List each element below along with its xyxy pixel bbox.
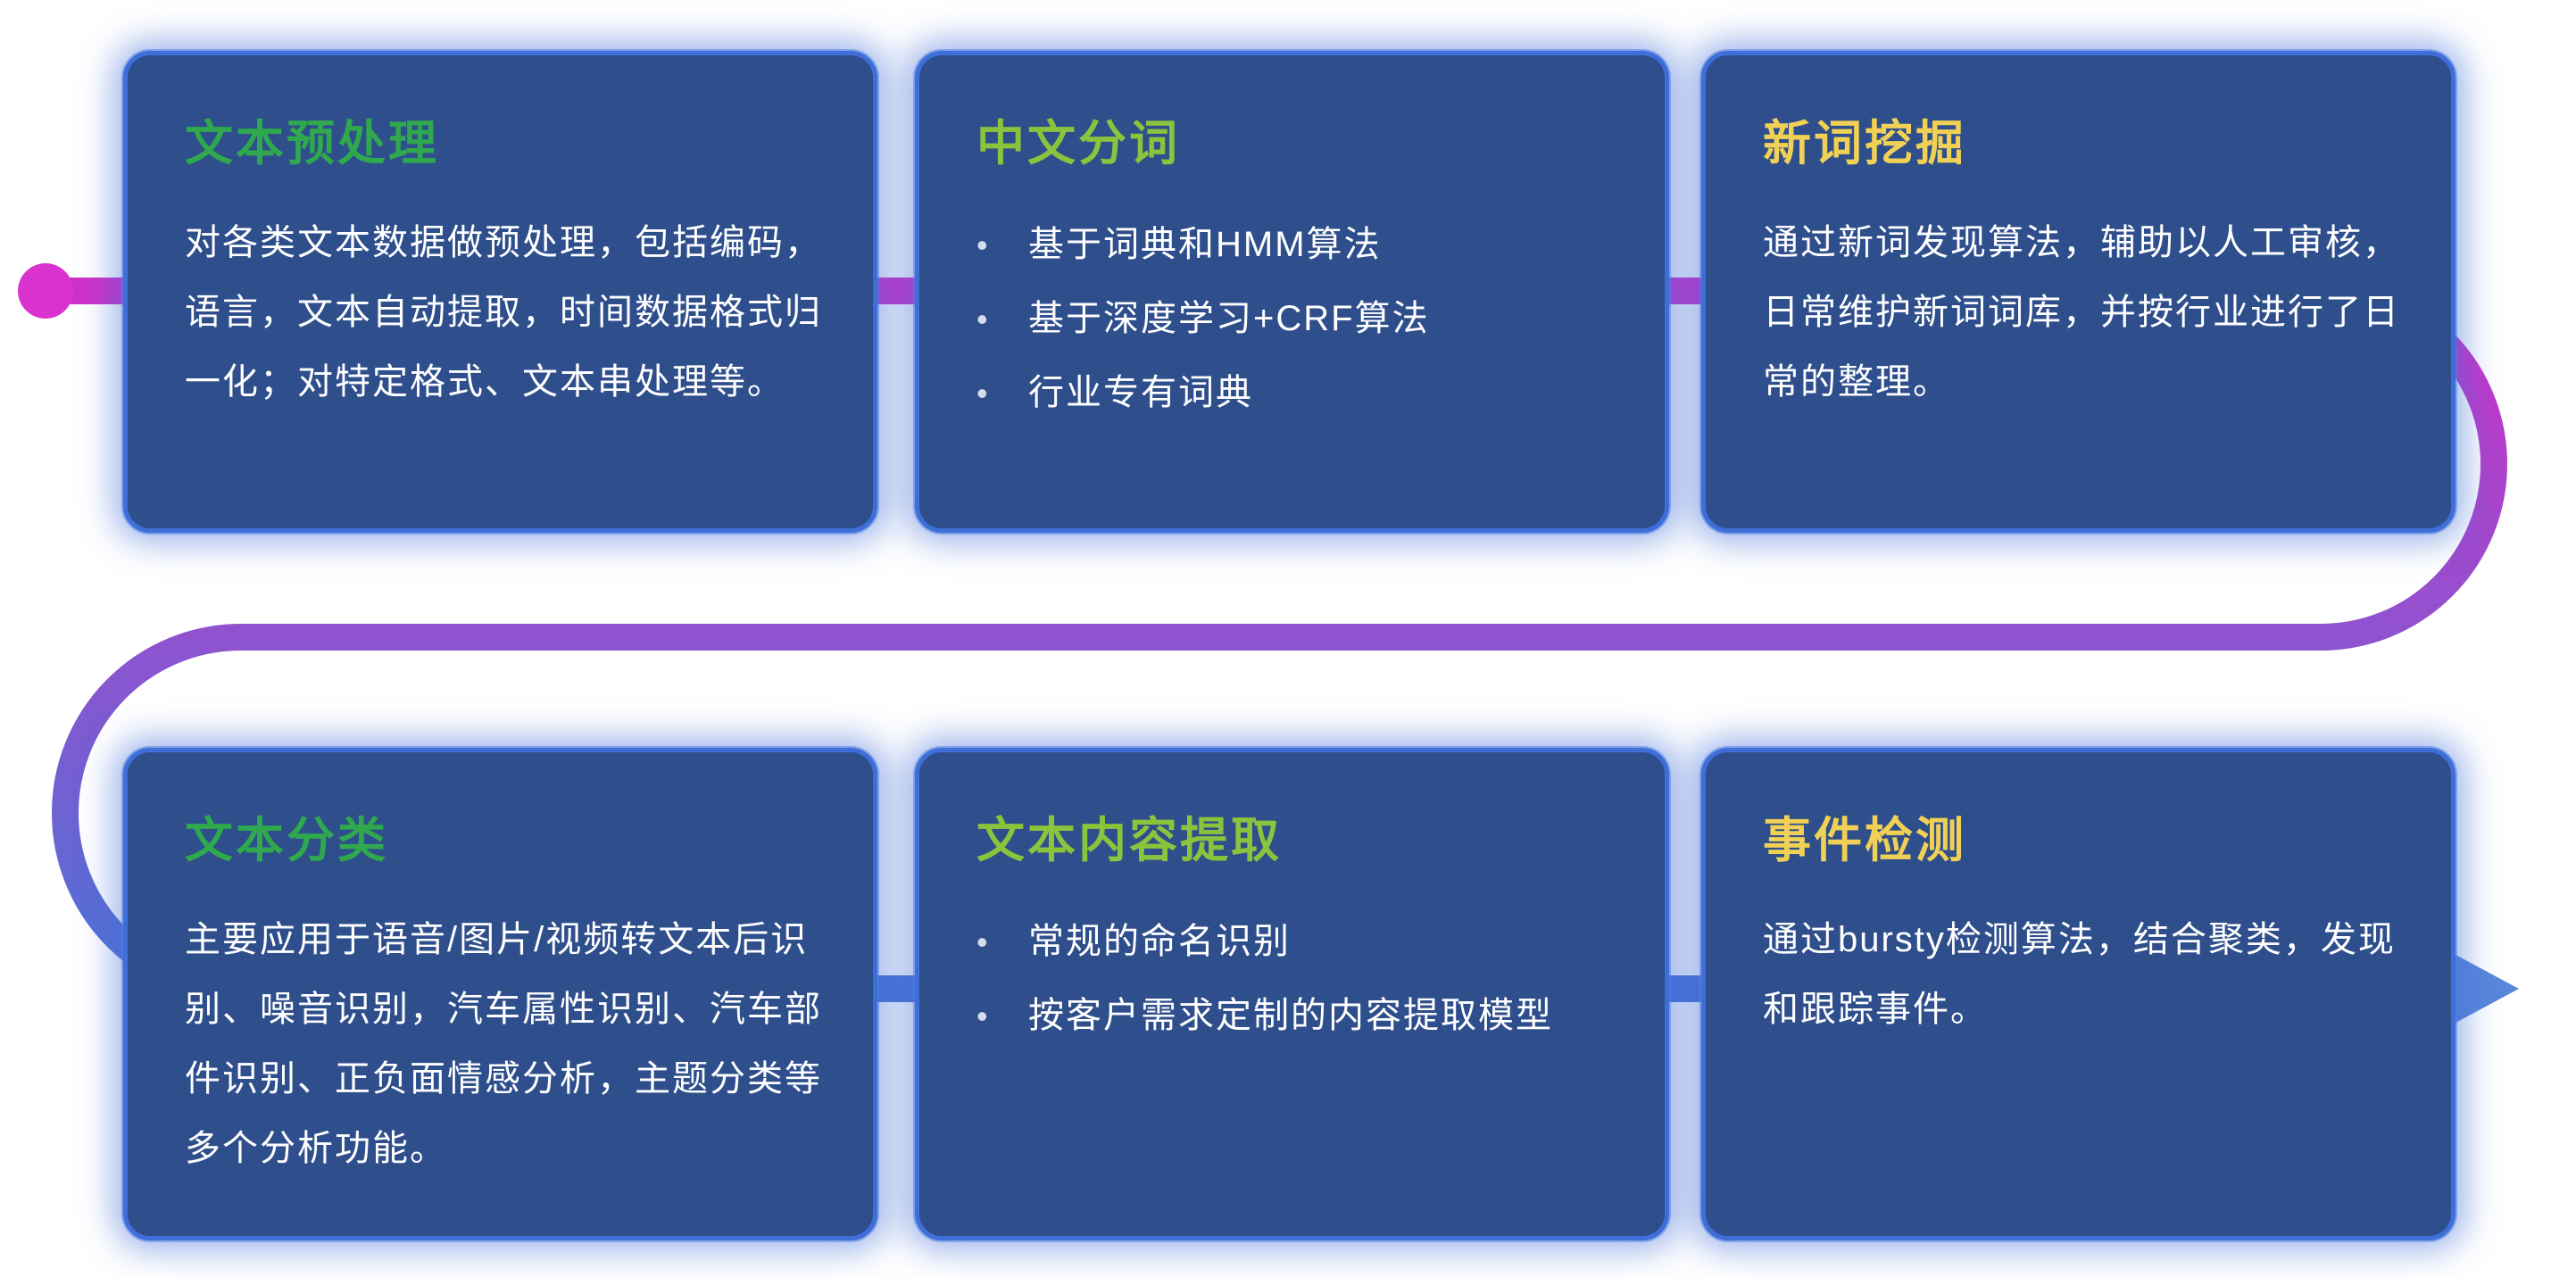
card-body: 通过bursty检测算法，结合聚类，发现和跟踪事件。 xyxy=(1763,920,2396,1029)
bullet-dot-icon xyxy=(976,980,1028,1053)
card-title: 事件检测 xyxy=(1763,814,1966,867)
bullet-text: 基于词典和HMM算法 xyxy=(1028,225,1382,264)
card-event-detection: 事件检测 通过bursty检测算法，结合聚类，发现和跟踪事件。 xyxy=(1701,748,2456,1240)
bullet-dot-icon xyxy=(976,357,1028,430)
bullet-text: 常规的命名识别 xyxy=(1028,922,1291,961)
card-title: 文本预处理 xyxy=(185,117,439,170)
card-title: 新词挖掘 xyxy=(1763,117,1966,170)
card-body: 对各类文本数据做预处理，包括编码，语言，文本自动提取，时间数据格式归一化；对特定… xyxy=(185,223,822,402)
bullet-text: 基于深度学习+CRF算法 xyxy=(1028,299,1430,338)
bullet-item: 基于词典和HMM算法 xyxy=(976,208,1615,282)
flow-arrow-icon xyxy=(2446,949,2519,1028)
card-title: 中文分词 xyxy=(976,117,1180,170)
bullet-dot-icon xyxy=(976,283,1028,356)
flow-path xyxy=(46,278,2507,1002)
card-chinese-segmentation: 中文分词 基于词典和HMM算法 基于深度学习+CRF算法 行业专有词典 xyxy=(915,51,1669,533)
card-bullet-list: 常规的命名识别 按客户需求定制的内容提取模型 xyxy=(976,905,1615,1053)
card-text-preprocessing: 文本预处理 对各类文本数据做预处理，包括编码，语言，文本自动提取，时间数据格式归… xyxy=(123,51,877,533)
flow-start-dot-icon xyxy=(18,263,73,319)
bullet-dot-icon xyxy=(976,906,1028,979)
bullet-text: 行业专有词典 xyxy=(1028,373,1253,412)
bullet-item: 基于深度学习+CRF算法 xyxy=(976,282,1615,356)
bullet-item: 常规的命名识别 xyxy=(976,905,1615,979)
card-content-extraction: 文本内容提取 常规的命名识别 按客户需求定制的内容提取模型 xyxy=(915,748,1669,1240)
card-title: 文本内容提取 xyxy=(976,814,1282,867)
card-body: 主要应用于语音/图片/视频转文本后识别、噪音识别，汽车属性识别、汽车部件识别、正… xyxy=(185,920,822,1168)
bullet-item: 按客户需求定制的内容提取模型 xyxy=(976,979,1615,1053)
bullet-text: 按客户需求定制的内容提取模型 xyxy=(1028,996,1553,1035)
bullet-item: 行业专有词典 xyxy=(976,356,1615,430)
bullet-dot-icon xyxy=(976,209,1028,282)
card-bullet-list: 基于词典和HMM算法 基于深度学习+CRF算法 行业专有词典 xyxy=(976,208,1615,430)
card-new-word-mining: 新词挖掘 通过新词发现算法，辅助以人工审核，日常维护新词词库，并按行业进行了日常… xyxy=(1701,51,2456,533)
card-text-classification: 文本分类 主要应用于语音/图片/视频转文本后识别、噪音识别，汽车属性识别、汽车部… xyxy=(123,748,877,1240)
card-body: 通过新词发现算法，辅助以人工审核，日常维护新词词库，并按行业进行了日常的整理。 xyxy=(1763,223,2400,402)
card-title: 文本分类 xyxy=(185,814,388,867)
